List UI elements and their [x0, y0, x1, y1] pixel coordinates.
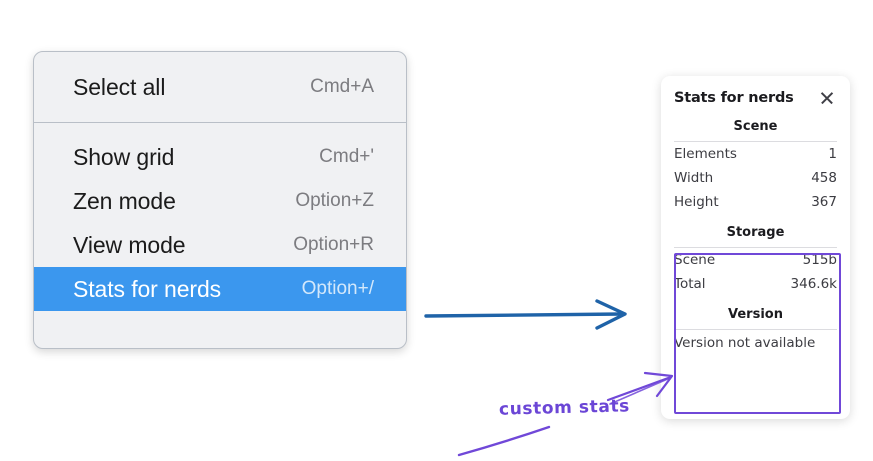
menu-separator: [34, 122, 406, 123]
flow-arrow-icon: [424, 299, 627, 330]
stat-key: Elements: [674, 146, 737, 162]
menu-item-zen-mode[interactable]: Zen mode Option+Z: [34, 179, 406, 223]
stats-section-storage: Storage Scene 515b Total 346.6k: [674, 214, 837, 296]
stats-section-scene: Scene Elements 1 Width 458 Height 367: [674, 106, 837, 214]
menu-item-select-all[interactable]: Select all Cmd+A: [34, 65, 406, 109]
menu-item-shortcut: Option+R: [293, 234, 374, 255]
menu-group-top: Select all Cmd+A: [34, 52, 406, 122]
menu-item-show-grid[interactable]: Show grid Cmd+': [34, 135, 406, 179]
stat-key: Width: [674, 170, 714, 186]
stat-key: Scene: [674, 252, 716, 268]
stats-panel-header: Stats for nerds: [661, 76, 850, 106]
close-icon[interactable]: [819, 90, 835, 106]
stats-panel-title: Stats for nerds: [674, 90, 794, 106]
stat-value: 346.6k: [790, 276, 837, 292]
menu-item-label: Select all: [73, 73, 166, 100]
section-title: Scene: [733, 119, 778, 134]
stats-for-nerds-panel[interactable]: Stats for nerds Scene Elements 1 Width 4…: [661, 76, 850, 419]
stat-value: 458: [811, 170, 837, 186]
section-divider: [674, 247, 837, 248]
menu-item-label: View mode: [73, 231, 186, 258]
section-title: Storage: [726, 225, 785, 240]
section-title: Version: [728, 307, 783, 322]
version-not-available-text: Version not available: [674, 335, 816, 351]
menu-item-view-mode[interactable]: View mode Option+R: [34, 223, 406, 267]
stat-value: 1: [828, 146, 837, 162]
stats-section-version: Version Version not available: [674, 296, 837, 356]
stat-row: Width 458: [674, 166, 837, 190]
menu-item-shortcut: Cmd+A: [310, 76, 374, 97]
stat-row: Total 346.6k: [674, 272, 837, 296]
callout-underline-stroke: [457, 425, 551, 457]
menu-item-label: Zen mode: [73, 187, 176, 214]
menu-item-shortcut: Cmd+': [319, 146, 374, 167]
stat-row: Height 367: [674, 190, 837, 214]
stat-key: Total: [674, 276, 706, 292]
menu-bottom-padding: [34, 311, 406, 328]
stat-value: 515b: [802, 252, 837, 268]
stats-panel-body: Scene Elements 1 Width 458 Height 367 St…: [661, 106, 850, 356]
menu-item-label: Stats for nerds: [73, 275, 222, 302]
menu-item-shortcut: Option+Z: [295, 190, 374, 211]
menu-item-label: Show grid: [73, 143, 175, 170]
canvas-context-menu[interactable]: Select all Cmd+A Show grid Cmd+' Zen mod…: [33, 51, 407, 349]
stat-key: Height: [674, 194, 719, 210]
menu-group-view: Show grid Cmd+' Zen mode Option+Z View m…: [34, 123, 406, 328]
menu-item-stats-for-nerds[interactable]: Stats for nerds Option+/: [34, 267, 406, 311]
section-divider: [674, 329, 837, 330]
section-divider: [674, 141, 837, 142]
menu-item-shortcut: Option+/: [301, 278, 374, 299]
custom-stats-annotation-label: custom stats: [498, 396, 631, 420]
stat-value: 367: [811, 194, 837, 210]
stat-row: Elements 1: [674, 142, 837, 166]
stat-row: Scene 515b: [674, 248, 837, 272]
